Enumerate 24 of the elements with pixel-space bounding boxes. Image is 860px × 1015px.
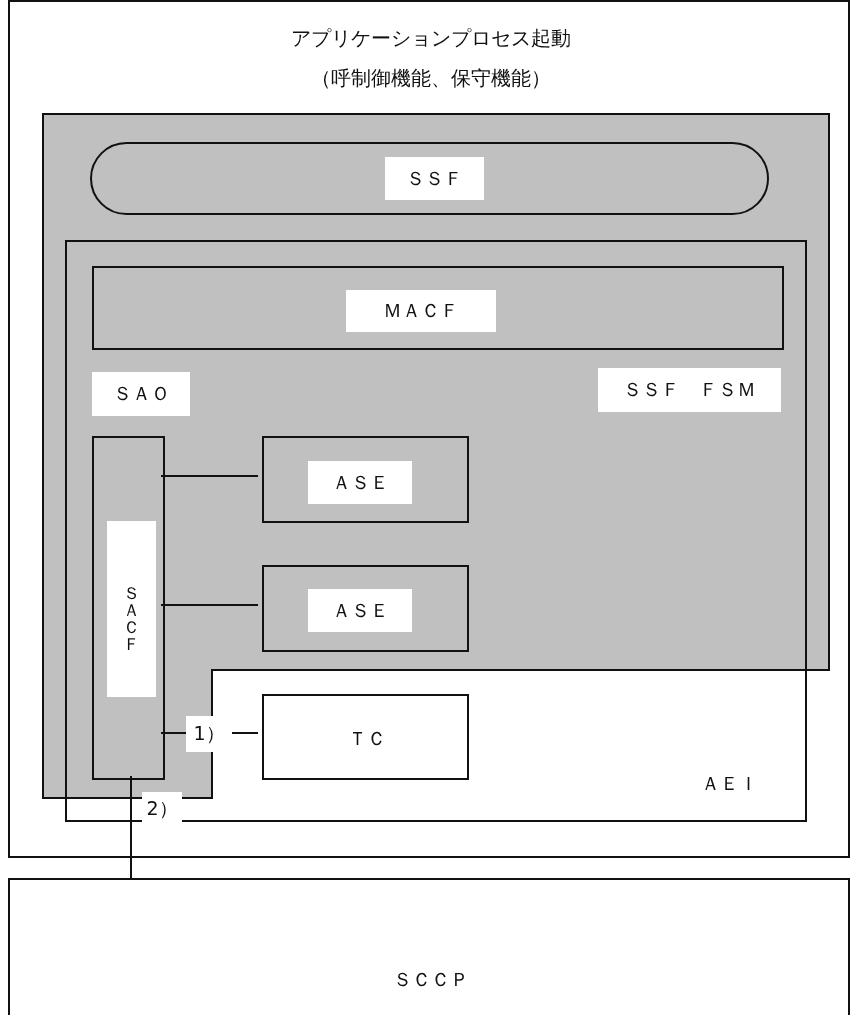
region-label: ＳＳＦ ＦＳＭ: [598, 368, 781, 412]
region-label: ＳＡＯ: [92, 372, 190, 416]
process-frame: [65, 240, 807, 822]
connector-line: [160, 604, 259, 606]
box-label: ＴＣ: [347, 726, 387, 751]
process-box: [262, 694, 469, 780]
box-label: ＳＳＦ: [385, 157, 484, 200]
connector-line: [130, 775, 132, 879]
process-box: [262, 565, 469, 652]
box-label: ＳＡＣＦ: [107, 521, 156, 697]
process-box: [92, 266, 784, 350]
box-label: ＡＳＥ: [308, 461, 412, 504]
subtitle: （呼制御機能、保守機能）: [310, 64, 552, 92]
connector-line: [160, 475, 259, 477]
process-box: [262, 436, 469, 523]
box-label: ＡＳＥ: [308, 589, 412, 632]
process-box: [92, 436, 165, 780]
title: アプリケーションプロセス起動: [290, 24, 572, 52]
process-box: [8, 878, 850, 1015]
box-label: ＳＣＣＰ: [392, 967, 470, 992]
box-label: ＭＡＣＦ: [346, 290, 496, 332]
region-label: ＡＥＩ: [699, 771, 759, 796]
process-frame: [8, 0, 850, 858]
edge-label: 1）: [186, 716, 232, 752]
